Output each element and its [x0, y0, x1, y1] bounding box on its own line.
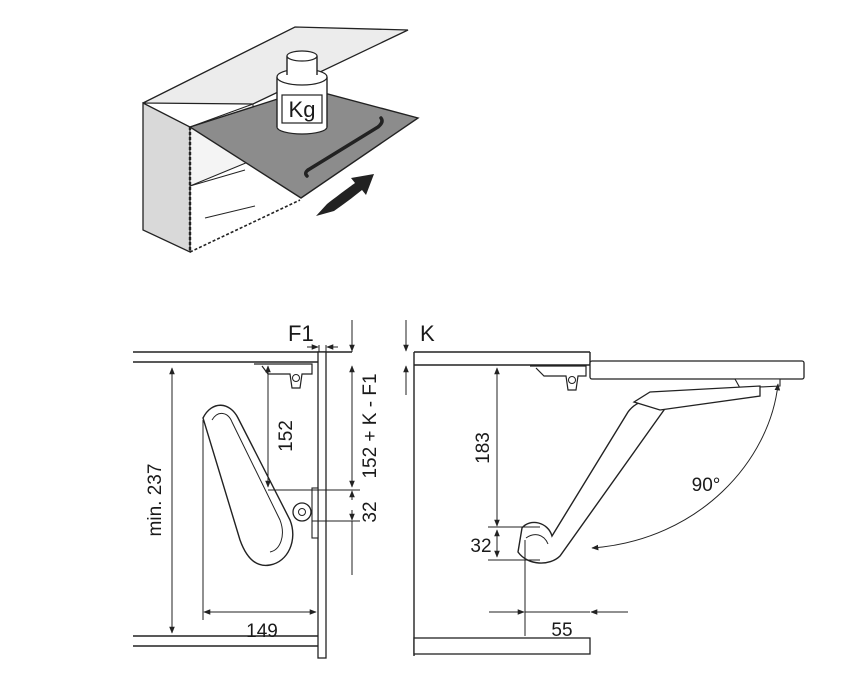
dim-formula: 152 + K - F1: [360, 373, 381, 478]
cabinet-top-face: [142, 26, 409, 105]
mount-bracket-right: [530, 365, 587, 391]
dim-min-height: min. 237: [145, 464, 166, 537]
door-fitting: [311, 487, 319, 539]
dim-55: 55: [551, 620, 572, 641]
dim-183: 183: [473, 432, 494, 464]
lift-link: [632, 385, 761, 411]
dim-32-right: 32: [470, 536, 491, 557]
dim-152: 152: [276, 420, 297, 452]
door-handle: [306, 116, 384, 172]
cabinet-side-panel: [142, 101, 191, 254]
cabinet-shelf: [189, 169, 246, 187]
bottom-edge: [189, 199, 301, 253]
lift-arm-small: [204, 205, 256, 219]
cabinet-illustration: Kg: [142, 26, 420, 254]
pivot-joint: [292, 502, 312, 522]
closed-door: [317, 351, 327, 659]
weight-icon: Kg: [276, 50, 328, 135]
lift-arm-body: [202, 404, 294, 567]
dim-149: 149: [246, 621, 278, 642]
door-panel: [188, 88, 420, 199]
weight-label: Kg: [289, 97, 316, 122]
k-label: K: [420, 321, 435, 346]
open-door: [589, 360, 805, 380]
mount-bracket: [254, 363, 313, 389]
lift-arrow-icon: [316, 174, 374, 216]
f1-label: F1: [288, 321, 314, 346]
dim-32-left: 32: [360, 501, 381, 522]
right-view: K 183 32 55 90°: [403, 320, 805, 656]
angle-arc: [591, 383, 781, 551]
left-view: min. 237 152 F1 152 + K - F1 32 149: [133, 320, 381, 659]
bottom-board-right: [413, 637, 591, 655]
angle-label: 90°: [692, 475, 721, 496]
